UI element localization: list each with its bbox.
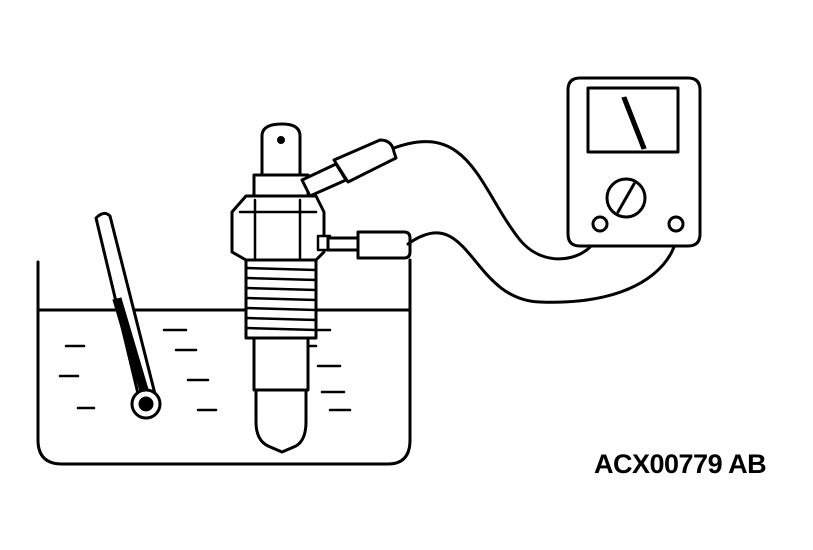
container-icon [36, 258, 412, 466]
liquid-icon [36, 308, 412, 412]
thermometer-icon [94, 211, 162, 420]
analog-ohmmeter-icon [566, 76, 702, 248]
figure-code-label: ACX00779 AB [594, 449, 767, 479]
probe-lead-icon [300, 138, 680, 304]
